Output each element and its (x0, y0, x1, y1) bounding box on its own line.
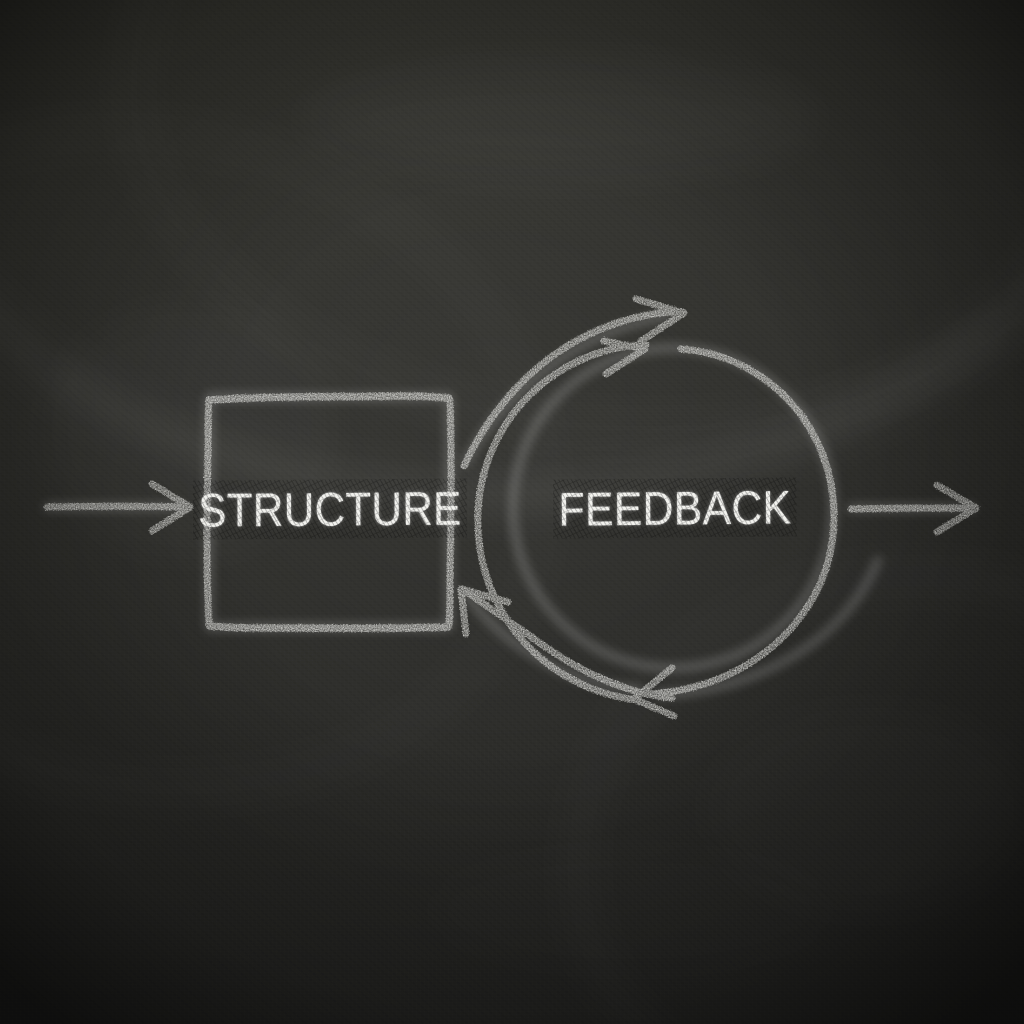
feedback-node-label: FEEDBACK (558, 480, 792, 536)
feedback-to-structure-arrow (457, 585, 676, 702)
input-arrow-stroke (43, 480, 194, 535)
output-arrow-stroke (847, 481, 980, 536)
structure-node-label: STRUCTURE (198, 481, 462, 537)
